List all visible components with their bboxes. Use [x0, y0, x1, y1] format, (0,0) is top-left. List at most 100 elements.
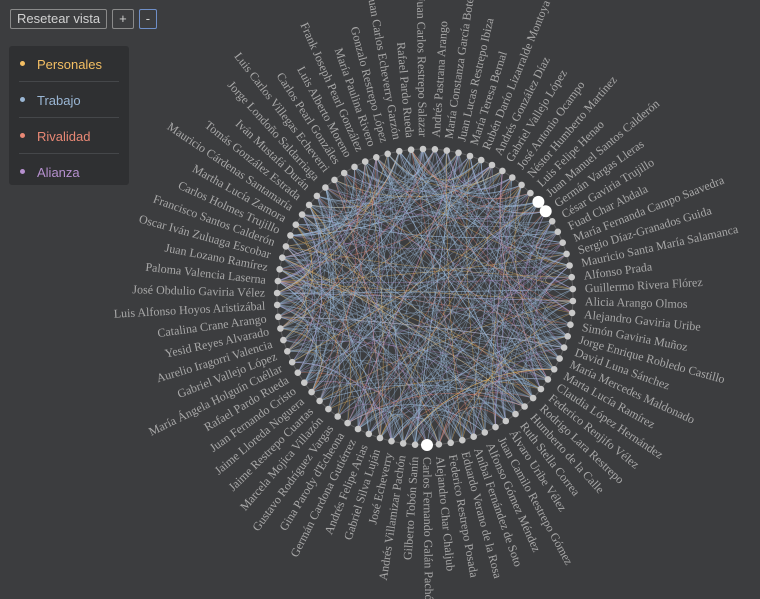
legend-item-alianza[interactable]: Alianza	[19, 154, 119, 189]
graph-node[interactable]	[287, 232, 294, 239]
graph-node[interactable]	[477, 156, 485, 164]
graph-node[interactable]	[539, 205, 552, 218]
graph-node[interactable]	[279, 254, 286, 261]
graph-node[interactable]	[435, 441, 443, 448]
node-label[interactable]: Alicia Arango Olmos	[585, 294, 688, 311]
graph-node[interactable]	[280, 336, 287, 344]
graph-node[interactable]	[421, 439, 433, 451]
graph-node[interactable]	[361, 158, 369, 165]
graph-node[interactable]	[376, 434, 384, 442]
graph-node[interactable]	[459, 436, 466, 444]
node-label[interactable]: Juan Carlos Restrepo Salazar	[414, 0, 430, 137]
graph-node[interactable]	[276, 266, 283, 273]
graph-node[interactable]	[313, 192, 321, 200]
graph-node[interactable]	[563, 250, 570, 258]
graph-node[interactable]	[325, 405, 332, 413]
graph-node[interactable]	[308, 388, 315, 396]
edge	[422, 148, 571, 325]
graph-node[interactable]	[292, 221, 300, 228]
graph-node[interactable]	[298, 211, 306, 218]
graph-node[interactable]	[399, 440, 407, 447]
graph-node[interactable]	[488, 161, 496, 169]
graph-node[interactable]	[365, 430, 373, 438]
graph-node[interactable]	[554, 228, 562, 236]
graph-node[interactable]	[411, 441, 419, 449]
legend-item-rivalidad[interactable]: Rivalidad	[19, 118, 119, 154]
graph-node[interactable]	[344, 419, 351, 427]
edge	[414, 152, 459, 445]
graph-node[interactable]	[556, 355, 563, 362]
graph-node[interactable]	[567, 321, 574, 329]
node-label[interactable]: José Obdulio Gaviria Vélez	[132, 282, 265, 299]
graph-node[interactable]	[548, 218, 556, 225]
node-label[interactable]: Guillermo Rivera Flórez	[584, 275, 703, 295]
graph-node[interactable]	[277, 325, 284, 332]
graph-node[interactable]	[521, 403, 528, 410]
graph-node[interactable]	[529, 394, 537, 402]
graph-node[interactable]	[512, 410, 519, 418]
graph-node[interactable]	[559, 239, 566, 246]
zoom-in-button[interactable]: +	[112, 9, 134, 29]
legend-item-personales[interactable]: Personales	[19, 46, 119, 82]
graph-node[interactable]	[388, 437, 395, 445]
legend-item-trabajo[interactable]: Trabajo	[19, 82, 119, 118]
graph-node[interactable]	[566, 262, 573, 269]
graph-node[interactable]	[373, 154, 380, 161]
edge	[438, 253, 567, 445]
graph-node[interactable]	[443, 147, 451, 154]
graph-node[interactable]	[351, 163, 358, 171]
graph-node[interactable]	[455, 149, 462, 157]
graph-node[interactable]	[305, 201, 313, 209]
edge	[277, 304, 404, 444]
graph-node[interactable]	[322, 184, 329, 191]
graph-node[interactable]	[466, 152, 474, 160]
graph-node[interactable]	[407, 146, 415, 153]
graph-node[interactable]	[354, 425, 362, 433]
graph-node[interactable]	[419, 145, 427, 153]
node-label[interactable]: Carlos Fernando Galán Pachón	[420, 457, 436, 599]
graph-node[interactable]	[282, 243, 290, 250]
graph-node[interactable]	[284, 348, 291, 355]
graph-node[interactable]	[334, 413, 342, 420]
edge	[283, 339, 474, 437]
graph-node[interactable]	[568, 273, 575, 281]
graph-node[interactable]	[564, 333, 571, 340]
graph-node[interactable]	[527, 189, 534, 197]
graph-node[interactable]	[274, 277, 282, 285]
graph-node[interactable]	[294, 369, 302, 377]
graph-node[interactable]	[470, 433, 478, 441]
edge	[334, 179, 568, 337]
graph-node[interactable]	[275, 313, 282, 321]
graph-node[interactable]	[550, 366, 558, 373]
graph-node[interactable]	[301, 379, 308, 387]
graph-node[interactable]	[502, 417, 510, 425]
graph-node[interactable]	[288, 358, 296, 366]
graph-node[interactable]	[569, 285, 577, 293]
graph-node[interactable]	[384, 150, 392, 158]
edge	[399, 150, 503, 187]
graph-node[interactable]	[518, 181, 525, 189]
node-label[interactable]: Gilberto Tobón Sanín	[400, 456, 421, 560]
graph-node[interactable]	[569, 297, 577, 305]
graph-node[interactable]	[273, 301, 281, 309]
graph-node[interactable]	[544, 376, 552, 383]
graph-node[interactable]	[509, 174, 516, 181]
graph-node[interactable]	[396, 147, 403, 155]
graph-node[interactable]	[273, 289, 281, 297]
graph-node[interactable]	[537, 385, 545, 393]
graph-node[interactable]	[447, 439, 455, 447]
reset-view-button[interactable]: Resetear vista	[10, 9, 108, 29]
graph-node[interactable]	[532, 195, 545, 208]
graph-node[interactable]	[431, 146, 439, 153]
graph-node[interactable]	[492, 423, 499, 431]
zoom-out-button[interactable]: -	[138, 9, 158, 29]
graph-node[interactable]	[568, 309, 576, 317]
graph-node[interactable]	[331, 176, 338, 184]
edge	[319, 201, 539, 402]
graph-node[interactable]	[316, 397, 323, 405]
graph-node[interactable]	[340, 169, 348, 177]
graph-node[interactable]	[481, 429, 489, 436]
graph-node[interactable]	[499, 167, 506, 175]
graph-node[interactable]	[560, 344, 568, 351]
